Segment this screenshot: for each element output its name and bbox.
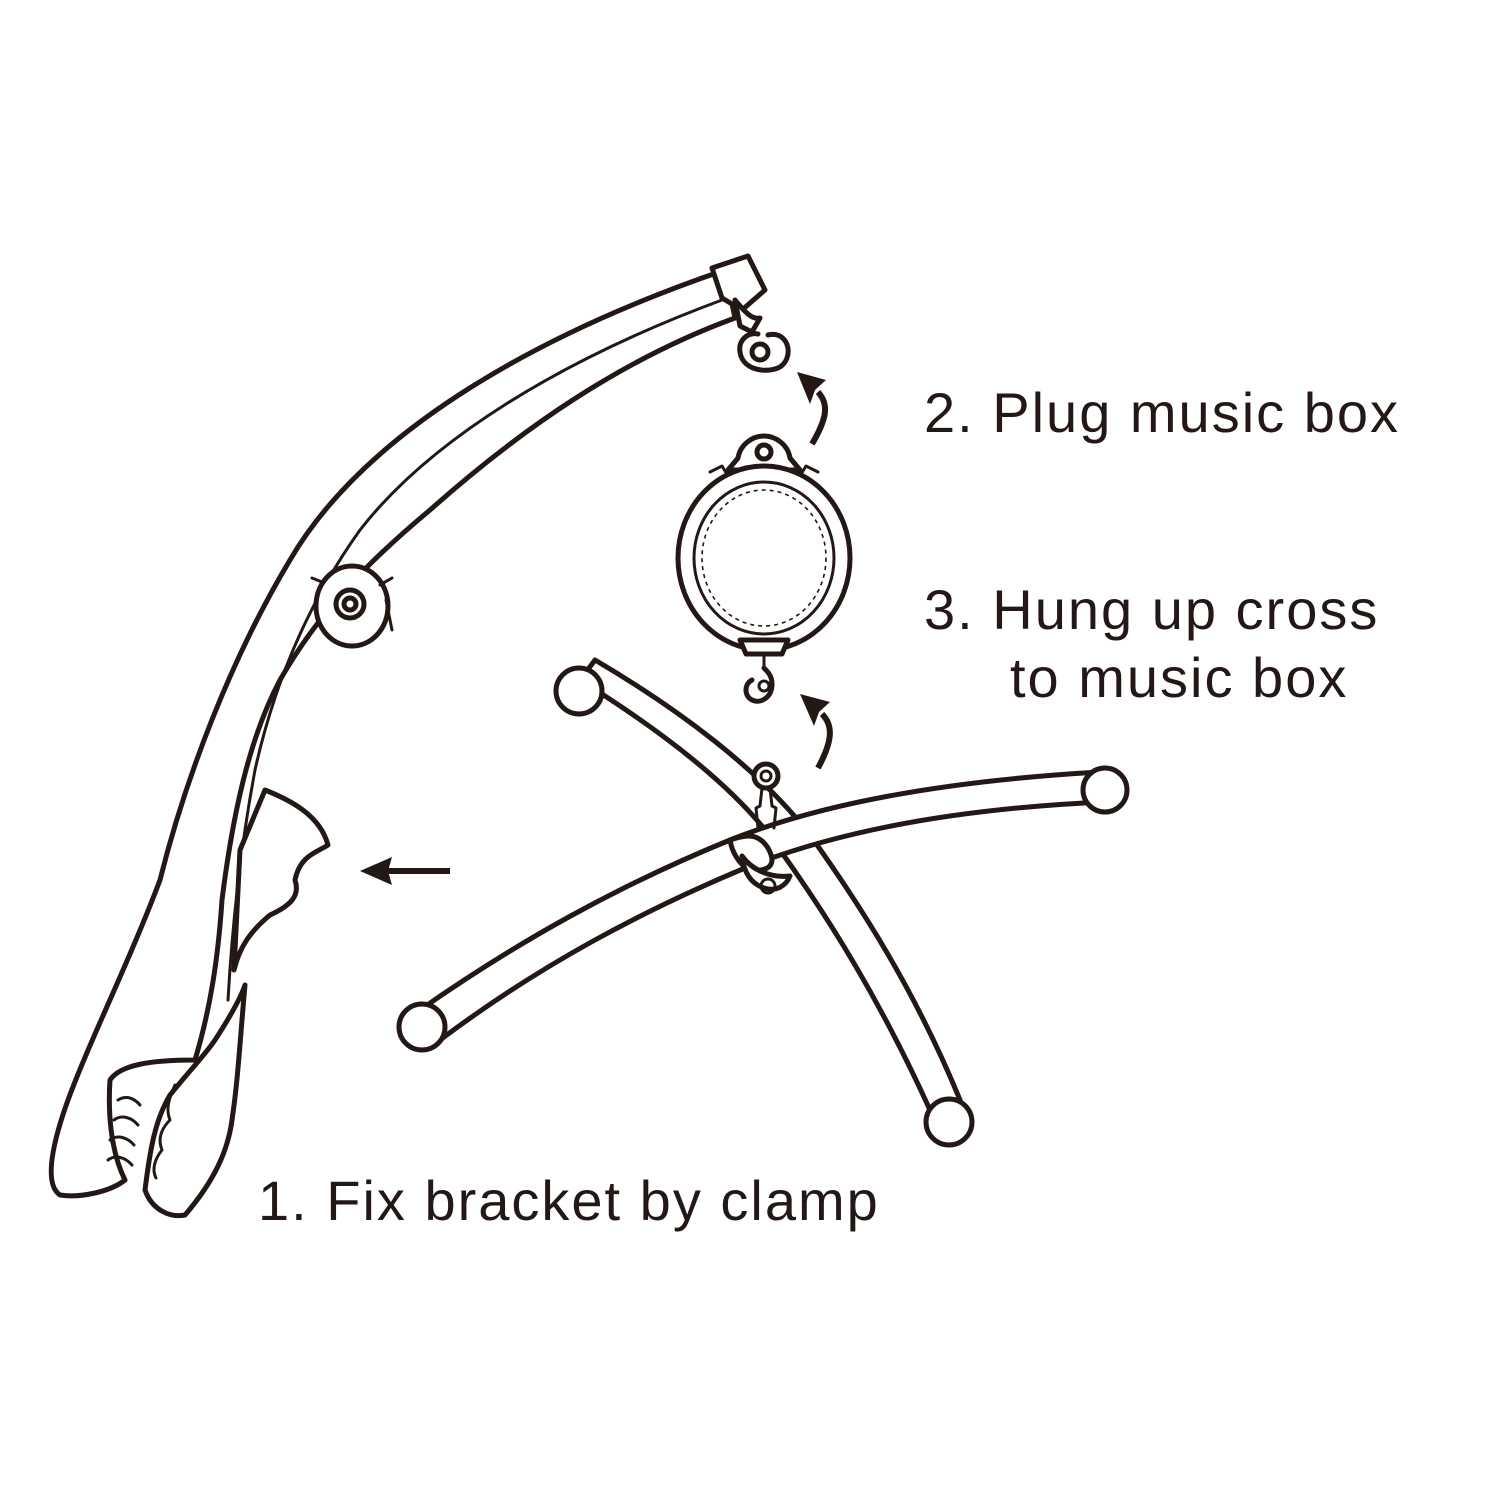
cross-knob-top-right xyxy=(1080,765,1130,815)
music-box-icon xyxy=(675,433,853,704)
top-hook-icon xyxy=(737,331,791,373)
plug-arrow-icon xyxy=(797,372,829,446)
clamp-arrow-icon xyxy=(360,857,450,885)
step-3-label: 3. Hung up cross to music box xyxy=(924,576,1379,712)
hinge-knob-icon xyxy=(310,563,394,649)
cross-arms-icon xyxy=(396,657,1130,1148)
step-2-label: 2. Plug music box xyxy=(924,381,1400,444)
cross-knob-bottom-right xyxy=(923,1096,975,1148)
step-3-line-2: to music box xyxy=(1010,646,1349,709)
cross-knob-top-left xyxy=(553,665,605,717)
bracket-arm-icon xyxy=(48,253,791,1219)
step-3-line-1: 3. Hung up cross xyxy=(924,578,1380,641)
hang-arrow-icon xyxy=(800,694,833,770)
step-1-label: 1. Fix bracket by clamp xyxy=(258,1169,880,1232)
cross-knob-bottom-left xyxy=(396,1001,448,1053)
